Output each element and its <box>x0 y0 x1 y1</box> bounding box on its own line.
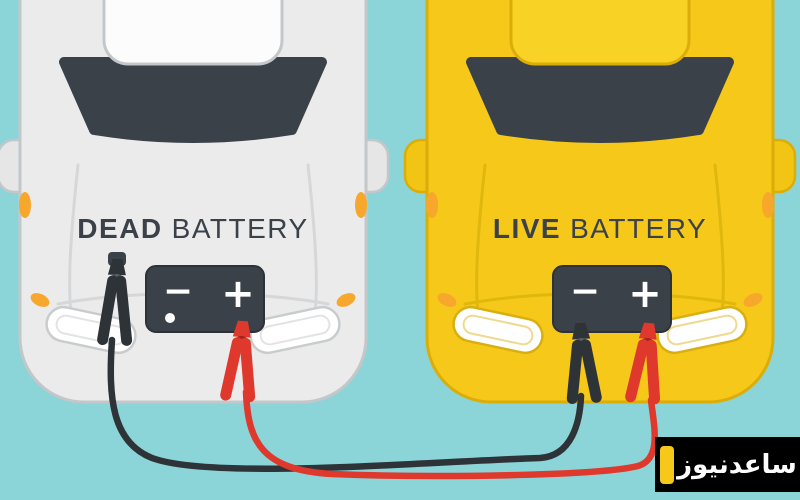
dead-car-roof <box>102 0 284 66</box>
watermark: ساعدنیوز <box>655 437 800 492</box>
battery-cap-dot <box>165 313 175 323</box>
side-marker-light <box>762 192 774 218</box>
red-clamp-dead-car <box>220 320 256 403</box>
side-marker-light <box>426 192 438 218</box>
live-car-roof <box>509 0 691 66</box>
red-clamp-live-car <box>625 322 661 405</box>
turn-indicator <box>437 293 457 307</box>
red-jumper-cable <box>242 388 658 480</box>
live-car-left-headlight <box>452 305 544 355</box>
turn-indicator <box>743 293 763 307</box>
live-car-windshield <box>466 57 734 143</box>
battery-case <box>145 265 265 333</box>
watermark-accent-mark <box>660 445 674 484</box>
live-car-battery: − + <box>552 265 672 333</box>
turn-indicator <box>30 293 50 307</box>
black-clamp-live-car <box>566 322 602 405</box>
battery-case <box>552 265 672 333</box>
live-car-right-headlight <box>656 305 748 355</box>
black-clamp-dead-car <box>97 258 133 346</box>
dead-car-right-headlight <box>249 305 341 355</box>
turn-indicator <box>336 293 356 307</box>
side-marker-light <box>355 192 367 218</box>
dead-car-battery: − + <box>145 265 265 333</box>
dead-car-windshield <box>59 57 327 143</box>
side-marker-light <box>19 192 31 218</box>
watermark-text: ساعدنیوز <box>677 449 797 480</box>
battery-minus-terminal: − <box>163 271 193 312</box>
battery-minus-terminal: − <box>570 271 600 312</box>
battery-plus-terminal: + <box>628 271 662 317</box>
battery-plus-terminal: + <box>221 271 255 317</box>
